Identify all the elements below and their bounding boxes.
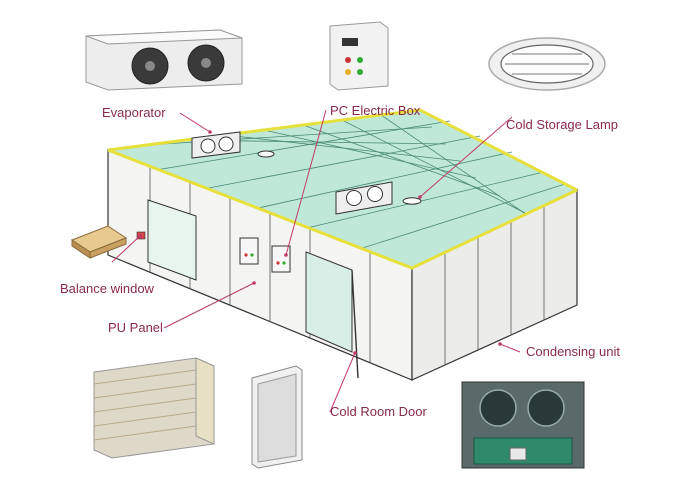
leader-cold-storage-lamp (419, 116, 513, 198)
balance-window-label: Balance window (60, 281, 154, 296)
pu-panel-picture (93, 357, 215, 459)
cold-room-door-open (305, 251, 353, 353)
door-edge (351, 269, 359, 379)
side-door (147, 199, 197, 281)
lamp-picture (488, 37, 606, 91)
leader-balance-window (111, 235, 141, 263)
cold-room-door-picture (251, 365, 303, 469)
cold-room (107, 108, 579, 381)
condensing-unit-icon (461, 381, 585, 469)
leader-pu-panel (163, 282, 255, 329)
evaporator-picture (85, 29, 243, 91)
cold-room-door-label: Cold Room Door (330, 404, 427, 419)
pu-panel-label: PU Panel (108, 320, 163, 335)
pc-electric-box-label: PC Electric Box (330, 103, 421, 118)
leader-condensing-unit (499, 343, 521, 353)
cold-storage-lamp-icon (257, 150, 422, 205)
leader-lines (111, 109, 521, 413)
fan-icon (191, 131, 393, 215)
side-wall-seams (444, 206, 545, 365)
leader-pc-electric-box (285, 109, 327, 256)
evaporator-label: Evaporator (102, 105, 166, 120)
pc-electric-box-picture (329, 21, 389, 91)
leader-evaporator (179, 112, 211, 133)
condensing-unit-label: Condensing unit (526, 344, 620, 359)
cold-storage-lamp-label: Cold Storage Lamp (506, 117, 619, 132)
leader-cold-room-door (329, 352, 356, 413)
electric-box-icon (239, 237, 291, 273)
balance-window-picture (70, 225, 128, 259)
